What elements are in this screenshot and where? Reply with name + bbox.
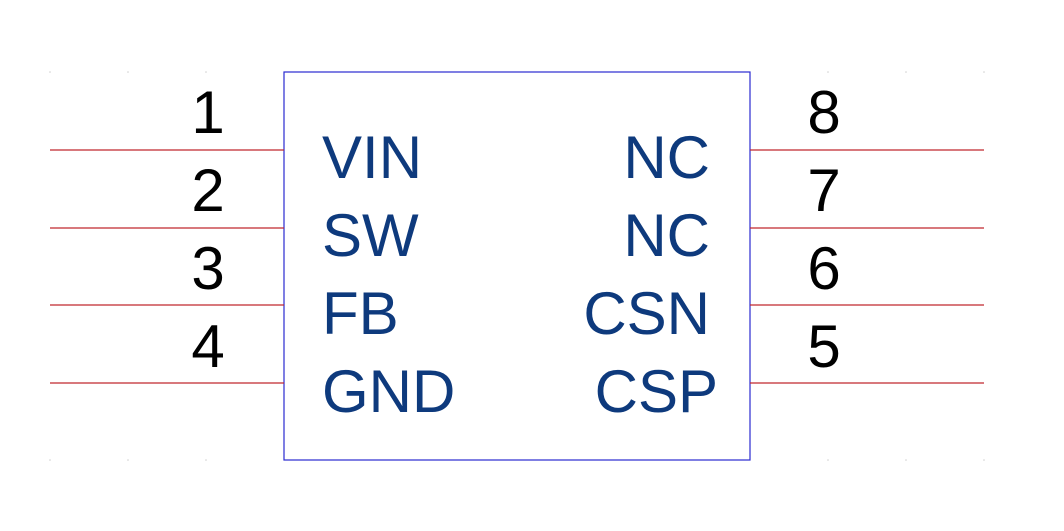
right-pins: 8 7 6 5 NC NC CSN CSP	[583, 79, 984, 425]
left-pins: 1 2 3 4 VIN SW FB GND	[50, 79, 455, 425]
pin-5-label: CSP	[595, 358, 718, 425]
pin-3-label: FB	[322, 280, 399, 347]
pin-6-label: CSN	[583, 280, 710, 347]
ic-body	[283, 71, 751, 461]
pin-1-label: VIN	[322, 124, 422, 191]
pin-4-number: 4	[191, 313, 224, 380]
pin-8-label: NC	[623, 124, 710, 191]
pin-7-label: NC	[623, 202, 710, 269]
pin-5-number: 5	[807, 313, 840, 380]
pin-2-number: 2	[191, 157, 224, 224]
pin-4-label: GND	[322, 358, 455, 425]
pin-8-number: 8	[807, 79, 840, 146]
pin-6-number: 6	[807, 235, 840, 302]
pin-3-number: 3	[191, 235, 224, 302]
pin-7-number: 7	[807, 157, 840, 224]
pin-1-number: 1	[191, 79, 224, 146]
pin-2-label: SW	[322, 202, 419, 269]
